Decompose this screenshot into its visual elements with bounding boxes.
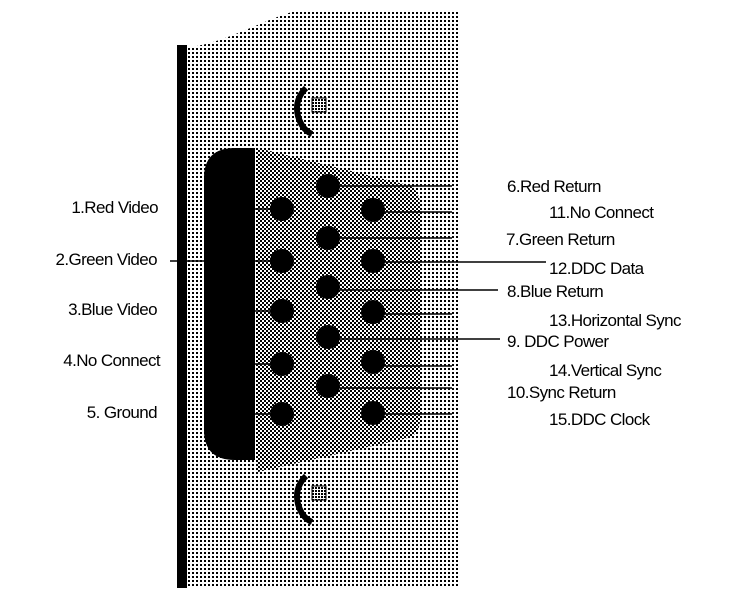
pin-4 [270,352,294,376]
pin-5 [270,402,294,426]
bottom-screw [294,473,327,525]
pin-8 [316,275,340,299]
label-pin-11: 11.No Connect [549,203,654,222]
top-screw [294,85,327,137]
pin-10 [316,374,340,398]
label-pin-12: 12.DDC Data [549,259,644,278]
pins [270,174,385,426]
pin-1 [270,197,294,221]
leader-lines [170,185,546,415]
label-pin-2: 2.Green Video [55,250,157,269]
pin-14 [361,350,385,374]
label-pin-14: 14.Vertical Sync [549,361,662,380]
dsub-shell [204,148,255,460]
pin-13 [361,300,385,324]
label-pin-9: 9. DDC Power [507,332,609,351]
label-pin-5: 5. Ground [86,403,158,422]
label-pin-7: 7.Green Return [506,230,615,249]
pin-6 [316,174,340,198]
pin-9 [316,325,340,349]
pin-7 [316,226,340,250]
label-pin-6: 6.Red Return [507,177,602,196]
label-pin-1: 1.Red Video [71,198,158,217]
label-pin-8: 8.Blue Return [507,282,604,301]
pin-3 [270,299,294,323]
label-pin-15: 15.DDC Clock [549,410,650,429]
label-pin-3: 3.Blue Video [68,300,158,319]
pin-2 [270,249,294,273]
pin-12 [361,249,385,273]
pin-11 [361,198,385,222]
panel-edge-bar [177,45,187,588]
pin-15 [361,401,385,425]
dsub-face [258,148,420,472]
label-pin-13: 13.Horizontal Sync [549,311,681,330]
label-pin-4: 4.No Connect [63,351,160,370]
label-pin-10: 10.Sync Return [507,383,616,402]
